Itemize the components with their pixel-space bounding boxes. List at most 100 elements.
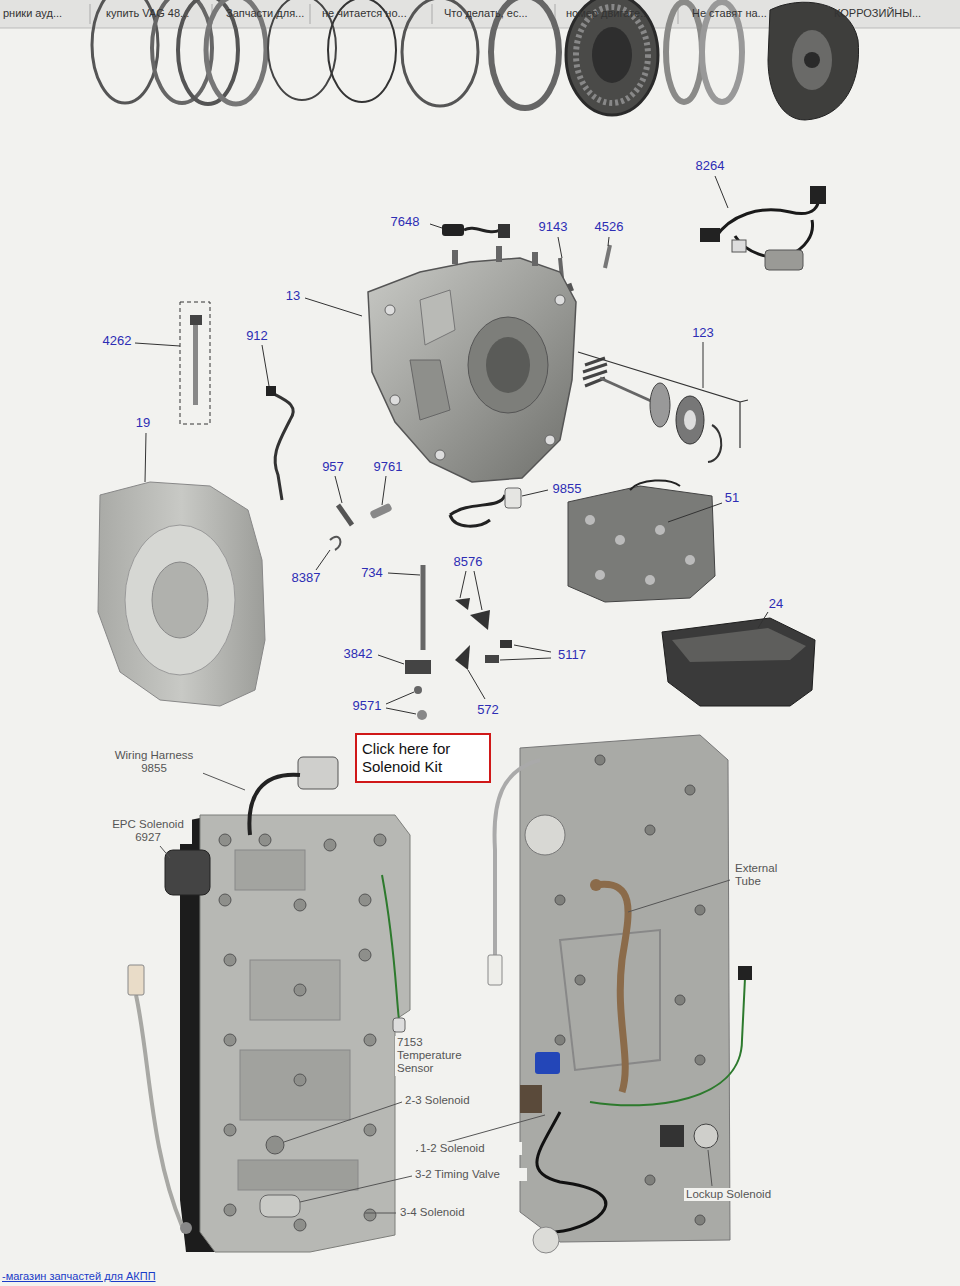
valve-body-51 — [585, 515, 595, 525]
valve-body-rear — [555, 755, 705, 1225]
bookmark-tab: Не ставят на... — [692, 7, 767, 19]
bookmark-tab: рники ауд... — [3, 7, 62, 19]
small-parts — [421, 565, 426, 650]
harness-8264 — [700, 186, 826, 270]
callout-number: 8576 — [448, 554, 488, 569]
leader-lines — [316, 550, 330, 570]
leader-lines — [378, 655, 404, 664]
valve-body-front — [374, 834, 386, 846]
clutch-rings — [566, 0, 658, 115]
valve-body-rear — [555, 1035, 565, 1045]
harness-9855 — [450, 495, 505, 515]
part-caption: EPC Solenoid 6927 — [104, 818, 192, 844]
leader-lines — [668, 503, 722, 522]
part-caption: Wiring Harness 9855 — [105, 749, 203, 775]
callout-number: 734 — [352, 565, 392, 580]
valve-body-front — [250, 960, 340, 1020]
caption-leader-lines — [628, 880, 730, 912]
leader-lines — [335, 476, 342, 503]
callout-number: 13 — [273, 288, 313, 303]
valve-body-front — [224, 1124, 236, 1136]
bookmark-tab: не читается но... — [322, 7, 407, 19]
valve-body-51 — [630, 480, 680, 490]
leader-lines — [305, 298, 362, 316]
speed-sensor-7648 — [442, 224, 464, 236]
caption-leader-lines — [365, 1213, 396, 1214]
small-parts — [485, 655, 499, 663]
bookmark-bar — [310, 4, 311, 24]
clutch-rings — [792, 30, 832, 90]
valve-body-rear — [560, 930, 660, 1070]
speed-sensor-7648 — [442, 224, 510, 238]
transmission-case — [385, 305, 395, 315]
callout-number: 24 — [756, 596, 796, 611]
valve-body-front — [180, 1222, 192, 1234]
transmission-case — [368, 246, 576, 482]
callout-number: 5117 — [552, 647, 592, 662]
clutch-rings — [768, 2, 859, 120]
valve-body-front — [128, 965, 144, 995]
wire-912 — [266, 386, 293, 500]
clutch-rings — [804, 52, 820, 68]
leader-lines — [608, 237, 609, 246]
leader-lines — [382, 476, 386, 505]
transmission-case — [435, 450, 445, 460]
valve-body-front — [294, 899, 306, 911]
part-caption: 2-3 Solenoid — [403, 1094, 507, 1107]
valve-body-51 — [655, 525, 665, 535]
valve-body-front — [359, 949, 371, 961]
valve-body-rear — [525, 815, 565, 855]
callout-number: 8264 — [690, 158, 730, 173]
shop-link: -магазин запчастей для АКПП — [2, 1270, 156, 1282]
servo-123 — [684, 410, 696, 430]
leader-lines — [514, 645, 551, 652]
caption-leader-lines — [160, 772, 730, 1213]
oil-pan — [672, 628, 806, 662]
valve-body-front — [359, 894, 371, 906]
caption-leader-lines — [160, 846, 170, 858]
valve-body-rear — [595, 884, 628, 1092]
valve-body-front — [249, 775, 300, 835]
servo-123 — [578, 352, 748, 448]
link-button: Click here for Solenoid Kit — [355, 733, 491, 783]
callout-number: 8387 — [286, 570, 326, 585]
valve-body-rear — [694, 1124, 718, 1148]
small-parts — [455, 598, 470, 610]
part-caption: Lockup Solenoid — [684, 1188, 798, 1201]
valve-body-front — [219, 834, 231, 846]
callout-number: 123 — [683, 325, 723, 340]
caption-leader-lines — [708, 1150, 712, 1186]
transmission-case — [368, 258, 576, 482]
small-parts — [330, 503, 512, 720]
servo-123 — [708, 425, 721, 462]
bolt-4262 — [180, 302, 210, 424]
part-caption: External Tube — [733, 862, 799, 888]
callout-number: 51 — [712, 490, 752, 505]
harness-9855 — [505, 488, 521, 508]
shift-pins — [605, 245, 610, 268]
button-text: Click here for Solenoid Kit — [362, 740, 480, 776]
bell-housing — [152, 562, 208, 638]
caption-leader-lines — [300, 1176, 412, 1202]
valve-body-rear — [590, 978, 745, 1105]
valve-body-51 — [685, 555, 695, 565]
valve-body-front — [364, 1209, 376, 1221]
leader-lines — [474, 571, 482, 610]
servo-123 — [578, 342, 748, 462]
valve-body-front — [266, 1136, 284, 1154]
servo-123 — [703, 342, 704, 388]
harness-8264 — [732, 240, 746, 252]
valve-body-front — [260, 1195, 300, 1217]
bell-housing — [98, 482, 265, 706]
valve-body-51 — [595, 570, 605, 580]
valve-body-rear — [685, 785, 695, 795]
transmission-case — [545, 435, 555, 445]
valve-body-rear — [520, 735, 730, 1242]
clutch-rings — [92, 0, 859, 120]
valve-body-51 — [615, 535, 625, 545]
callout-number: 9761 — [368, 459, 408, 474]
servo-123 — [676, 396, 704, 444]
valve-body-rear — [695, 1215, 705, 1225]
speed-sensor-7648 — [464, 228, 500, 231]
clutch-rings — [576, 7, 648, 103]
